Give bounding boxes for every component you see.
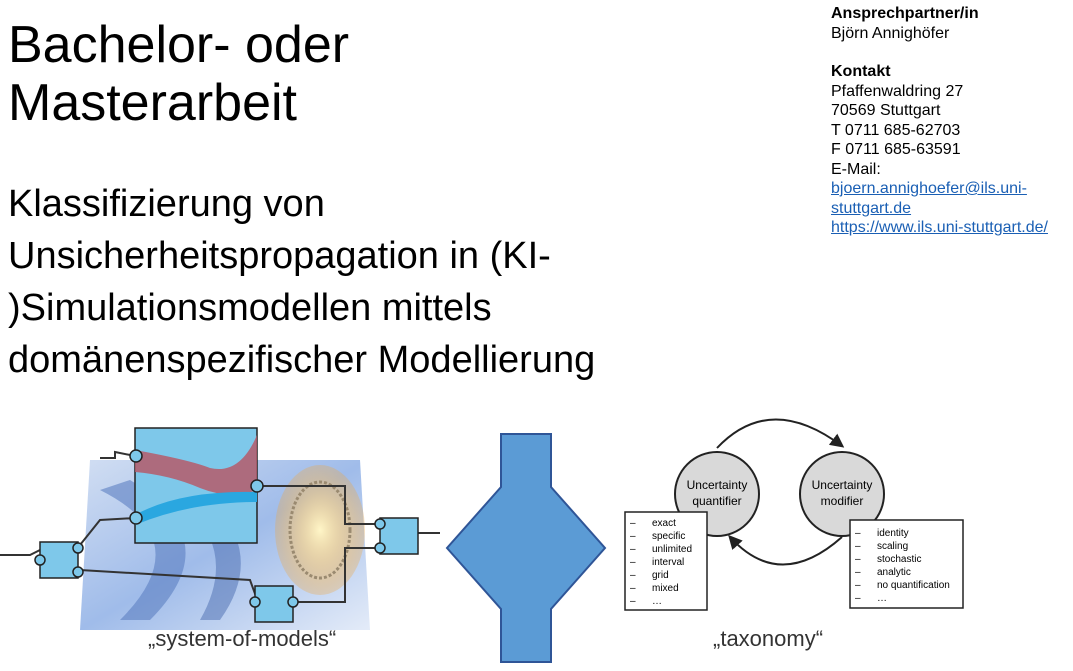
quantifier-list-box <box>624 511 708 611</box>
contact-heading: Kontakt <box>831 63 891 80</box>
chart-red-band <box>135 435 257 495</box>
modifier-list: – identity – scaling – stochastic – analytic – no… <box>855 528 950 604</box>
quantifier-list-bullet: – <box>630 557 636 568</box>
modifier-list-box <box>849 519 964 609</box>
modifier-node <box>799 451 885 537</box>
modifier-list-bullet: – <box>855 528 861 539</box>
quantifier-label-2: quantifier <box>692 494 741 508</box>
chart-blue-band <box>135 491 257 525</box>
turbine-ring <box>288 480 352 580</box>
quantifier-list-bullet: – <box>630 518 636 529</box>
quantifier-list-bullet: – <box>630 544 636 555</box>
email-link-line-1: bjoern.annighoefer@ils.uni- <box>831 180 1027 197</box>
quantifier-list-item: grid <box>652 570 669 581</box>
caption-system-of-models: „system-of-models“ <box>148 626 337 651</box>
contact-city: 70569 Stuttgart <box>831 102 941 119</box>
modifier-list-item: … <box>877 593 887 604</box>
title-line-1: Bachelor- oder <box>8 16 350 74</box>
modifier-list-item: identity <box>877 528 909 539</box>
page-title: Bachelor- oder Masterarbeit <box>8 16 628 132</box>
email-link[interactable]: bjoern.annighoefer@ils.uni- stuttgart.de <box>831 179 1071 218</box>
modifier-list-bullet: – <box>855 567 861 578</box>
quantifier-list-bullet: – <box>630 531 636 542</box>
quantifier-list-item: exact <box>652 518 676 529</box>
double-arrow <box>445 433 607 663</box>
email-link-line-2: stuttgart.de <box>831 199 912 217</box>
email-label: E-Mail: <box>831 160 881 178</box>
model-block-bottom <box>254 585 294 623</box>
subtitle-line-3: )Simulationsmodellen mittels <box>8 287 492 329</box>
contact-phone: T 0711 685-62703 <box>831 121 961 139</box>
model-block-left <box>39 541 79 579</box>
modifier-list-bullet: – <box>855 554 861 565</box>
taxonomy-diagram: Uncertainty quantifier Uncertainty modif… <box>624 418 964 611</box>
page-subtitle: Klassifizierung von Unsicherheitspropaga… <box>8 178 658 386</box>
modifier-list-item: scaling <box>877 541 908 552</box>
partner-name: Björn Annighöfer <box>831 24 950 42</box>
model-block-right <box>379 517 419 555</box>
quantifier-list-item: specific <box>652 531 685 542</box>
contact-panel: Ansprechpartner/in Björn Annighöfer Kont… <box>831 4 1071 238</box>
subtitle-line-2: Unsicherheitspropagation in (KI- <box>8 235 551 277</box>
modifier-list-bullet: – <box>855 541 861 552</box>
quantifier-label-1: Uncertainty <box>687 478 748 492</box>
subtitle-line-4: domänenspezifischer Modellierung <box>8 339 596 381</box>
model-ports <box>34 449 386 608</box>
partner-heading: Ansprechpartner/in <box>831 5 979 22</box>
contact-street: Pfaffenwaldring 27 <box>831 82 964 100</box>
modifier-label-2: modifier <box>821 494 864 508</box>
modifier-list-bullet: – <box>855 593 861 604</box>
quantifier-list-bullet: – <box>630 583 636 594</box>
quantifier-list-item: mixed <box>652 583 679 594</box>
quantifier-list: – exact – specific – unlimited – interval – grid –… <box>630 518 692 607</box>
caption-taxonomy: „taxonomy“ <box>713 626 824 651</box>
title-line-2: Masterarbeit <box>8 74 297 132</box>
quantifier-list-bullet: – <box>630 596 636 607</box>
quantifier-list-bullet: – <box>630 570 636 581</box>
modifier-list-item: stochastic <box>877 554 921 565</box>
modifier-label-1: Uncertainty <box>812 478 873 492</box>
contact-fax: F 0711 685-63591 <box>831 141 961 158</box>
arc-top-arrow <box>716 418 845 449</box>
quantifier-list-item: interval <box>652 557 684 568</box>
website-link[interactable]: https://www.ils.uni-stuttgart.de/ <box>831 219 1048 236</box>
modifier-list-bullet: – <box>855 580 861 591</box>
arc-bottom-arrow <box>728 534 843 566</box>
quantifier-list-item: … <box>652 596 662 607</box>
modifier-list-item: no quantification <box>877 580 950 591</box>
modifier-list-item: analytic <box>877 567 911 578</box>
subtitle-line-1: Klassifizierung von <box>8 183 325 225</box>
system-of-models-illustration <box>0 427 440 630</box>
quantifier-list-item: unlimited <box>652 544 692 555</box>
